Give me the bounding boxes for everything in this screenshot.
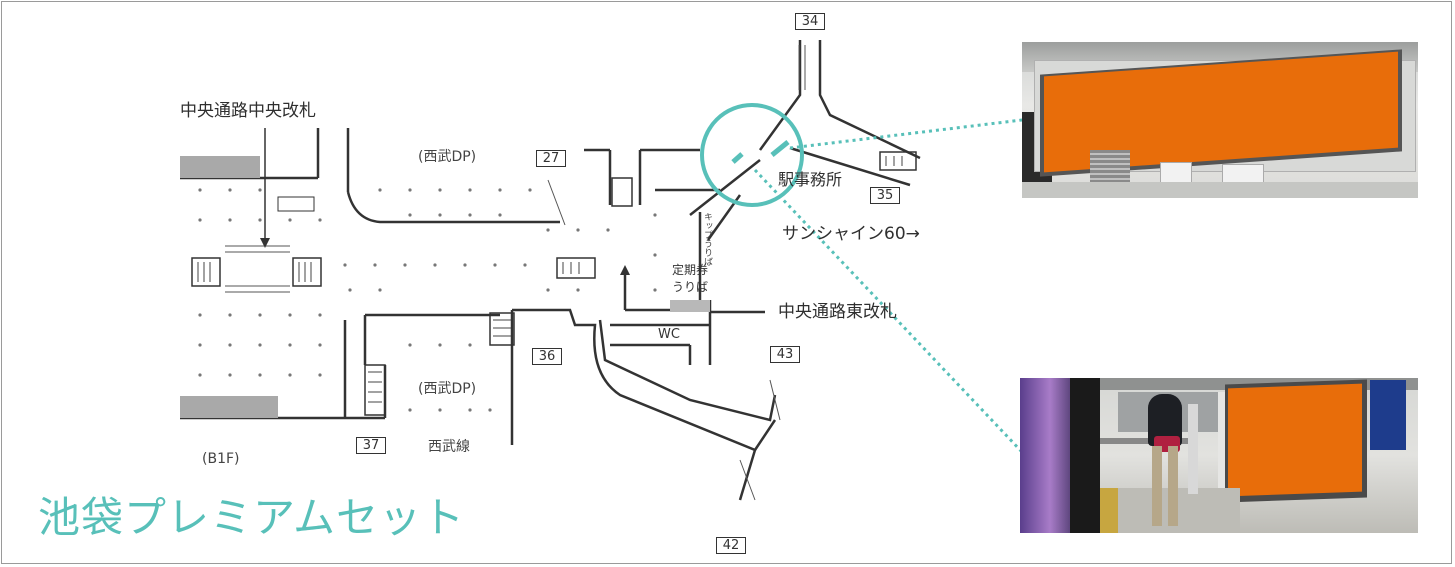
seibu-line-label: 西武線 — [428, 439, 470, 455]
commuter-pass-label-1: 定期券 — [672, 263, 709, 277]
wc-label: WC — [658, 327, 680, 342]
exit-36-box: 36 — [532, 348, 562, 365]
floor-label: (B1F) — [202, 451, 240, 467]
leader-line-bottom — [753, 168, 1024, 454]
station-office-label: 駅事務所 — [778, 170, 843, 189]
central-east-gate-label: 中央通路東改札 — [778, 302, 897, 322]
corridor-wall-ad-photo — [1022, 42, 1418, 198]
highlight-circle — [700, 103, 804, 207]
platform-bar-top — [180, 156, 260, 178]
seibu-dp-bottom-label: (西武DP) — [418, 381, 477, 397]
exit-43-box: 43 — [770, 346, 800, 363]
exit-42-box: 42 — [716, 537, 746, 554]
commuter-pass-label-2: うりば — [672, 280, 709, 294]
exit-37-box: 37 — [356, 437, 386, 454]
passage-ad-photo — [1020, 378, 1418, 533]
page-title: 池袋プレミアムセット — [38, 493, 466, 542]
central-central-gate-label: 中央通路中央改札 — [180, 101, 316, 121]
ad-panel-orange-2 — [1228, 383, 1362, 497]
exit-27-box: 27 — [536, 150, 566, 167]
pedestrian-2 — [1188, 404, 1198, 494]
exit-35-box: 35 — [870, 187, 900, 204]
exit-34-box: 34 — [795, 13, 825, 30]
leader-line-top — [789, 118, 1023, 150]
platform-bar-bottom — [180, 396, 278, 418]
ticket-office-vertical-label: キップうりば — [702, 212, 712, 266]
sunshine-label: サンシャイン60→ — [782, 224, 920, 244]
seibu-dp-top-label: (西武DP) — [418, 149, 477, 165]
